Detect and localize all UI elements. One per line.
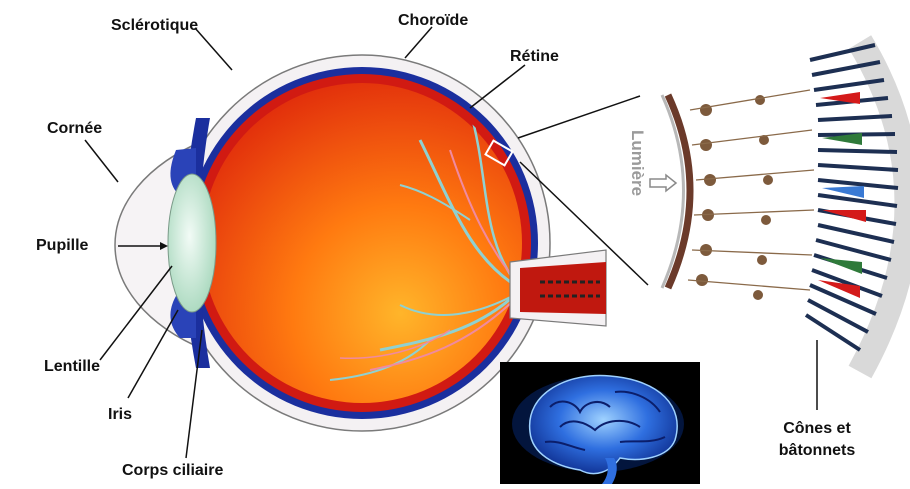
zoom-line-top bbox=[518, 96, 640, 138]
label-choroide: Choroïde bbox=[398, 12, 468, 30]
label-retine: Rétine bbox=[510, 48, 559, 66]
optic-nerve bbox=[510, 250, 606, 326]
label-corps-ciliaire: Corps ciliaire bbox=[122, 462, 223, 480]
light-arrow-icon bbox=[650, 175, 676, 191]
retina-cells-detail bbox=[662, 42, 908, 372]
label-cones-line1: Cônes et bbox=[765, 420, 869, 438]
lens bbox=[168, 174, 216, 312]
label-cones-line2: bâtonnets bbox=[765, 442, 869, 460]
brain-image bbox=[500, 362, 700, 484]
label-lentille: Lentille bbox=[44, 358, 100, 376]
label-cornee: Cornée bbox=[47, 120, 102, 138]
label-lumiere: Lumière bbox=[627, 130, 647, 190]
label-pupille: Pupille bbox=[36, 237, 88, 255]
label-iris: Iris bbox=[108, 406, 132, 424]
label-sclerotique: Sclérotique bbox=[111, 17, 198, 35]
